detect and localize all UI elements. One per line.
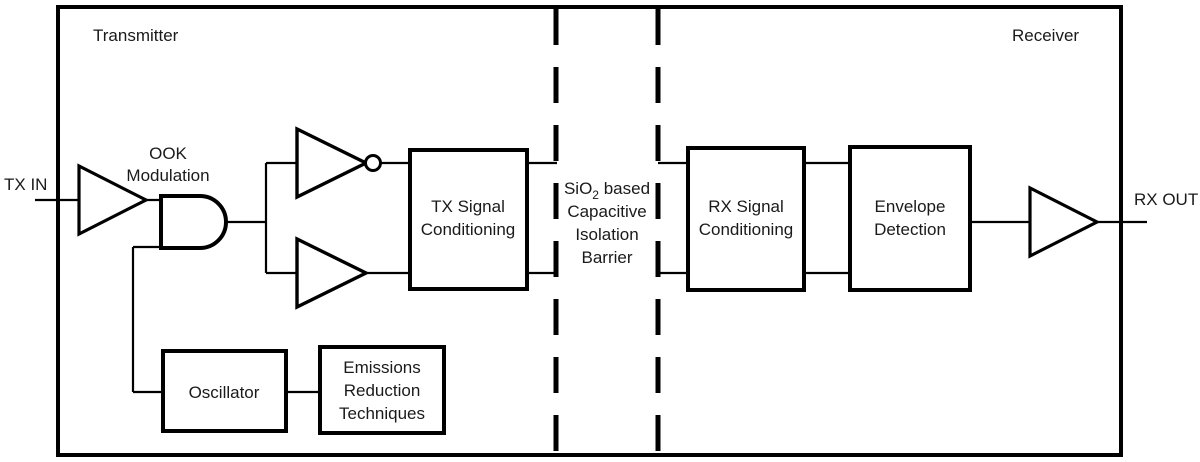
tx-signal-conditioning-block (408, 148, 529, 291)
rx-signal-conditioning-label-line2: Conditioning (699, 220, 794, 239)
receiver-label: Receiver (1012, 26, 1079, 45)
barrier-label-line1: SiO2 based (564, 179, 650, 202)
outer-enclosure (56, 5, 1123, 457)
envelope-detection-label-line2: Detection (874, 220, 946, 239)
barrier-sio2-subscript: 2 (592, 188, 599, 202)
ook-modulation-label-line1: OOK (149, 144, 187, 163)
envelope-detection-label-line1: Envelope (875, 197, 946, 216)
barrier-label-line3: Isolation (575, 225, 638, 244)
oscillator-block (161, 349, 288, 433)
rx-out-label: RX OUT (1134, 190, 1198, 209)
tx-in-label: TX IN (4, 175, 47, 194)
barrier-sio2-suffix: based (599, 179, 650, 198)
barrier-label-line4: Barrier (581, 248, 632, 267)
tx-signal-conditioning-label-line1: TX Signal (431, 197, 505, 216)
oscillator-label: Oscillator (189, 383, 260, 402)
envelope-detection-block (848, 145, 972, 292)
non-inverting-buffer-icon (295, 236, 370, 310)
tx-signal-conditioning-label-line2: Conditioning (421, 220, 516, 239)
and-gate-icon (159, 194, 228, 250)
input-buffer-icon (77, 163, 150, 237)
transmitter-label: Transmitter (93, 26, 179, 45)
inverter-icon (295, 126, 370, 200)
rx-signal-conditioning-block (686, 146, 806, 292)
emissions-reduction-block (318, 345, 446, 435)
rx-signal-conditioning-label-line1: RX Signal (708, 197, 784, 216)
emissions-reduction-label-line3: Techniques (339, 404, 425, 423)
emissions-reduction-label-line2: Reduction (344, 381, 421, 400)
output-buffer-icon (1028, 185, 1101, 259)
emissions-reduction-label-line1: Emissions (343, 358, 420, 377)
ook-modulation-label-line2: Modulation (126, 166, 209, 185)
barrier-label-line2: Capacitive (567, 202, 646, 221)
barrier-sio2-prefix: SiO (564, 179, 592, 198)
inverter-bubble-icon (364, 154, 382, 172)
